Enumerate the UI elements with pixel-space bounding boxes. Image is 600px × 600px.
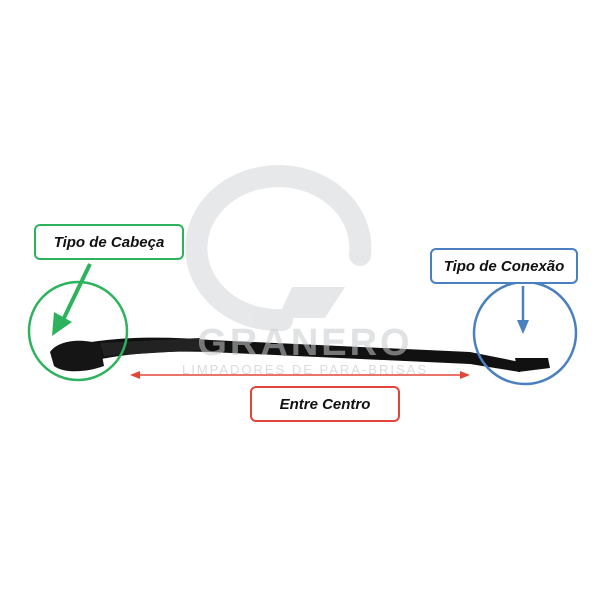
- head-arrow-icon: [52, 263, 92, 336]
- connection-arrow-icon: [517, 286, 529, 334]
- head-highlight-circle: [27, 280, 129, 382]
- connection-type-label: Tipo de Conexão: [430, 248, 578, 284]
- watermark-logo-icon: [185, 165, 372, 332]
- wiper-arm: [50, 337, 550, 372]
- head-type-label: Tipo de Cabeça: [34, 224, 184, 260]
- watermark-tagline: LIMPADORES DE PARA-BRISAS: [181, 362, 428, 377]
- center-distance-arrow-icon: [130, 371, 470, 379]
- watermark-brand: GRANERO: [197, 322, 413, 364]
- center-distance-label: Entre Centro: [250, 386, 400, 422]
